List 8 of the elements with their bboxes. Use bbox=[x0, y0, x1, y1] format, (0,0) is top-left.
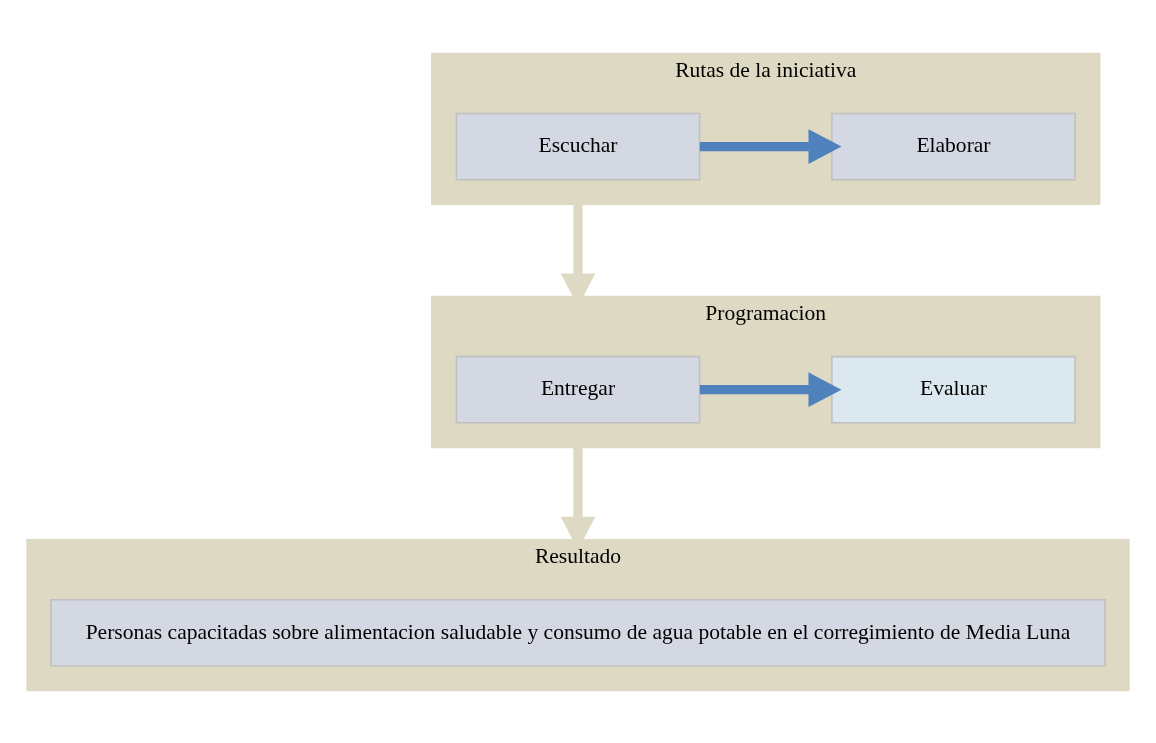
node-box: Personas capacitadas sobre alimentacion saludable y consumo de agua potable en el corregimiento de Media Luna bbox=[50, 598, 1106, 667]
node-box: Evaluar bbox=[831, 355, 1076, 424]
node-box: Elaborar bbox=[831, 112, 1076, 180]
node-box: Entregar bbox=[455, 355, 701, 424]
arrow bbox=[560, 446, 596, 550]
node-box: Escuchar bbox=[455, 112, 701, 180]
arrow bbox=[699, 371, 842, 407]
arrow bbox=[699, 128, 842, 164]
